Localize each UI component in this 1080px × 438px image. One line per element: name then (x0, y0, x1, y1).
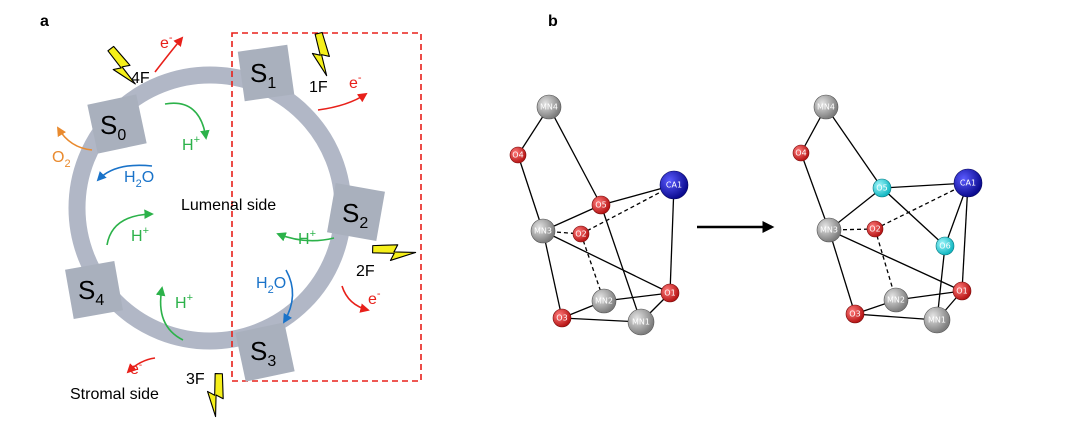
atom-mn1-left: MN1 (632, 318, 650, 327)
flash-3f: 3F (186, 371, 205, 388)
proton-label-s4: H+ (131, 225, 149, 245)
electron-label-2f: e- (368, 288, 381, 308)
state-s3-label: S3 (250, 336, 276, 370)
atom-ca1-right: CA1 (960, 179, 976, 188)
flash-4f: 4F (131, 70, 150, 87)
highlight-dashed-box (231, 32, 422, 382)
state-s4-label: S4 (78, 275, 104, 309)
cluster-left: MN4 O4 O5 CA1 MN3 O2 MN2 O1 O3 MN1 (509, 94, 689, 336)
proton-arrow-s2 (276, 232, 335, 242)
state-s3: S3 (235, 322, 295, 382)
state-s1-label: S1 (250, 58, 276, 92)
panel-label-b: b (548, 13, 558, 30)
electron-arrow-4f (154, 36, 184, 73)
atom-o2-right: O2 (869, 225, 880, 234)
water-label-right: H2O (256, 275, 286, 296)
state-s0-label: S0 (100, 110, 126, 144)
proton-label-s2: H+ (298, 228, 316, 248)
lightning-1f-icon (302, 29, 341, 77)
electron-label-1f: e- (349, 72, 362, 92)
oxygen-label: O2 (52, 149, 71, 170)
water-label-left: H2O (124, 169, 154, 190)
atom-ca1-left: CA1 (666, 181, 682, 190)
proton-arrow-s0 (164, 102, 210, 140)
flash-1f: 1F (309, 79, 328, 96)
stromal-side-label: Stromal side (70, 386, 159, 403)
proton-arrow-s3 (155, 286, 184, 341)
proton-arrow-s4 (106, 209, 154, 246)
flash-2f: 2F (356, 263, 375, 280)
atom-o3-right: O3 (849, 310, 860, 319)
atom-o6-right: O6 (939, 242, 950, 251)
proton-label-s3: H+ (175, 292, 193, 312)
electron-arrow-3f (126, 357, 156, 374)
atom-o4-right: O4 (795, 149, 806, 158)
state-s2: S2 (327, 183, 385, 241)
state-s1: S1 (237, 44, 295, 102)
lumenal-side-label: Lumenal side (181, 197, 276, 214)
water-arrow-right (283, 269, 294, 324)
atom-mn4-left: MN4 (540, 103, 558, 112)
atom-o1-right: O1 (956, 287, 967, 296)
state-s4: S4 (65, 261, 123, 319)
atom-mn1-right: MN1 (928, 316, 946, 325)
state-s2-label: S2 (342, 198, 368, 232)
cluster-right: MN4 O4 O5 CA1 MN3 O2 O6 MN2 O1 O3 MN1 (792, 94, 983, 334)
atom-mn3-right: MN3 (820, 226, 838, 235)
electron-arrow-2f (341, 285, 370, 313)
atom-o5-right: O5 (876, 184, 887, 193)
atom-mn3-left: MN3 (534, 227, 552, 236)
atom-o3-left: O3 (556, 314, 567, 323)
water-arrow-left (96, 164, 153, 182)
atom-o5-left: O5 (595, 201, 606, 210)
panel-label-a: a (40, 13, 49, 30)
oxygen-arrow (57, 126, 93, 151)
atom-mn2-left: MN2 (595, 297, 613, 306)
state-s0: S0 (87, 94, 147, 154)
atom-o4-left: O4 (512, 151, 523, 160)
atom-o2-left: O2 (575, 230, 586, 239)
electron-label-4f: e- (160, 32, 173, 52)
electron-label-3f: e- (130, 360, 142, 378)
atom-mn4-right: MN4 (817, 103, 835, 112)
atom-o1-left: O1 (664, 289, 675, 298)
electron-arrow-1f (317, 92, 368, 111)
proton-label-s0: H+ (182, 134, 200, 154)
atom-mn2-right: MN2 (887, 296, 905, 305)
